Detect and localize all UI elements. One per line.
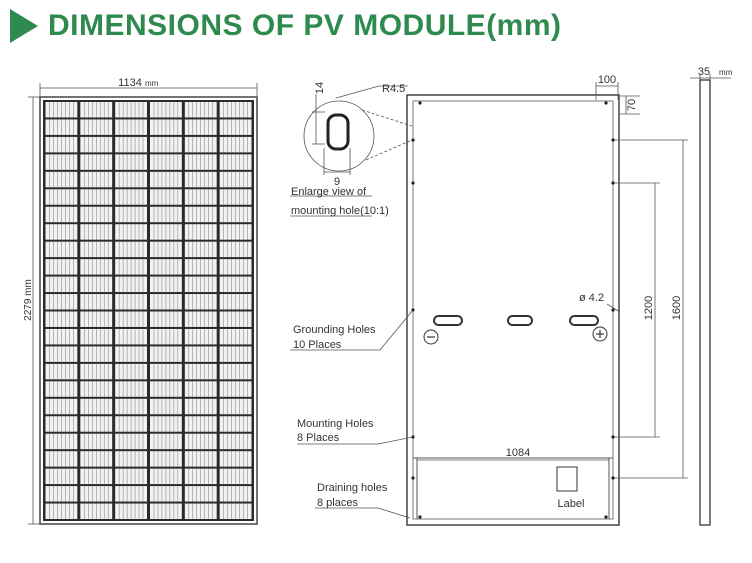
rear-frame-outer [406, 94, 620, 526]
title-bar: DIMENSIONS OF PV MODULE(mm) [10, 6, 562, 46]
mounting-hole-detail: R4.5 14 9 Enlarge view of mounting hole(… [290, 82, 413, 217]
diameter-label: ø 4.2 [579, 292, 604, 304]
dim-70-lines [620, 95, 640, 115]
side-view: 35 mm [690, 66, 733, 526]
front-height-dimension [28, 96, 40, 525]
thickness-unit: mm [719, 68, 733, 77]
draining-holes-count: 8 places [317, 497, 358, 509]
detail-width-label: 9 [334, 176, 340, 188]
dim-100-label: 100 [598, 74, 616, 86]
cable-slot-left [433, 315, 463, 326]
cable-slot-right [569, 315, 599, 326]
grounding-holes-count: 10 Places [293, 339, 342, 351]
dim-1600-label: 1600 [671, 296, 683, 320]
dim-70-label: 70 [626, 99, 638, 111]
solar-cell-grid [45, 102, 252, 519]
draining-holes-label: Draining holes [317, 482, 388, 494]
rear-view: 100 70 1200 1600 1084 [290, 74, 688, 526]
callout-leaders [290, 309, 414, 519]
detail-caption-line1: Enlarge view of [291, 186, 367, 198]
dim-1200-label: 1200 [643, 296, 655, 320]
grounding-holes-label: Grounding Holes [293, 324, 376, 336]
front-width-unit: mm [145, 79, 159, 88]
detail-radius-label: R4.5 [382, 83, 405, 95]
label-plate [556, 466, 578, 492]
front-view: 1134 mm 2279 mm [23, 77, 258, 525]
cable-slot-center [507, 315, 533, 326]
thickness-value: 35 [698, 66, 710, 78]
junction-box-area [413, 457, 613, 519]
play-arrow-icon [10, 9, 38, 43]
front-width-value: 1134 [118, 77, 142, 89]
label-plate-text: Label [558, 498, 585, 510]
mounting-holes-label: Mounting Holes [297, 418, 374, 430]
negative-terminal-icon [423, 329, 439, 345]
enlarged-mounting-hole [326, 113, 350, 151]
detail-callout-lines [290, 85, 413, 217]
dim-1200-lines [614, 182, 660, 438]
front-height-label: 2279 mm [23, 279, 34, 321]
side-frame [699, 79, 711, 526]
front-width-dimension [39, 83, 258, 96]
cell-area [43, 100, 254, 521]
diameter-leader [606, 303, 621, 313]
dim-1084-label: 1084 [506, 447, 530, 459]
positive-terminal-icon [592, 326, 608, 342]
detail-height-label: 14 [314, 82, 326, 94]
mounting-holes-count: 8 Places [297, 432, 340, 444]
page-title: DIMENSIONS OF PV MODULE(mm) [48, 9, 562, 42]
detail-caption-line2: mounting hole(10:1) [291, 205, 389, 217]
dim-1600-lines [614, 139, 688, 479]
dim-100-lines [595, 82, 619, 100]
